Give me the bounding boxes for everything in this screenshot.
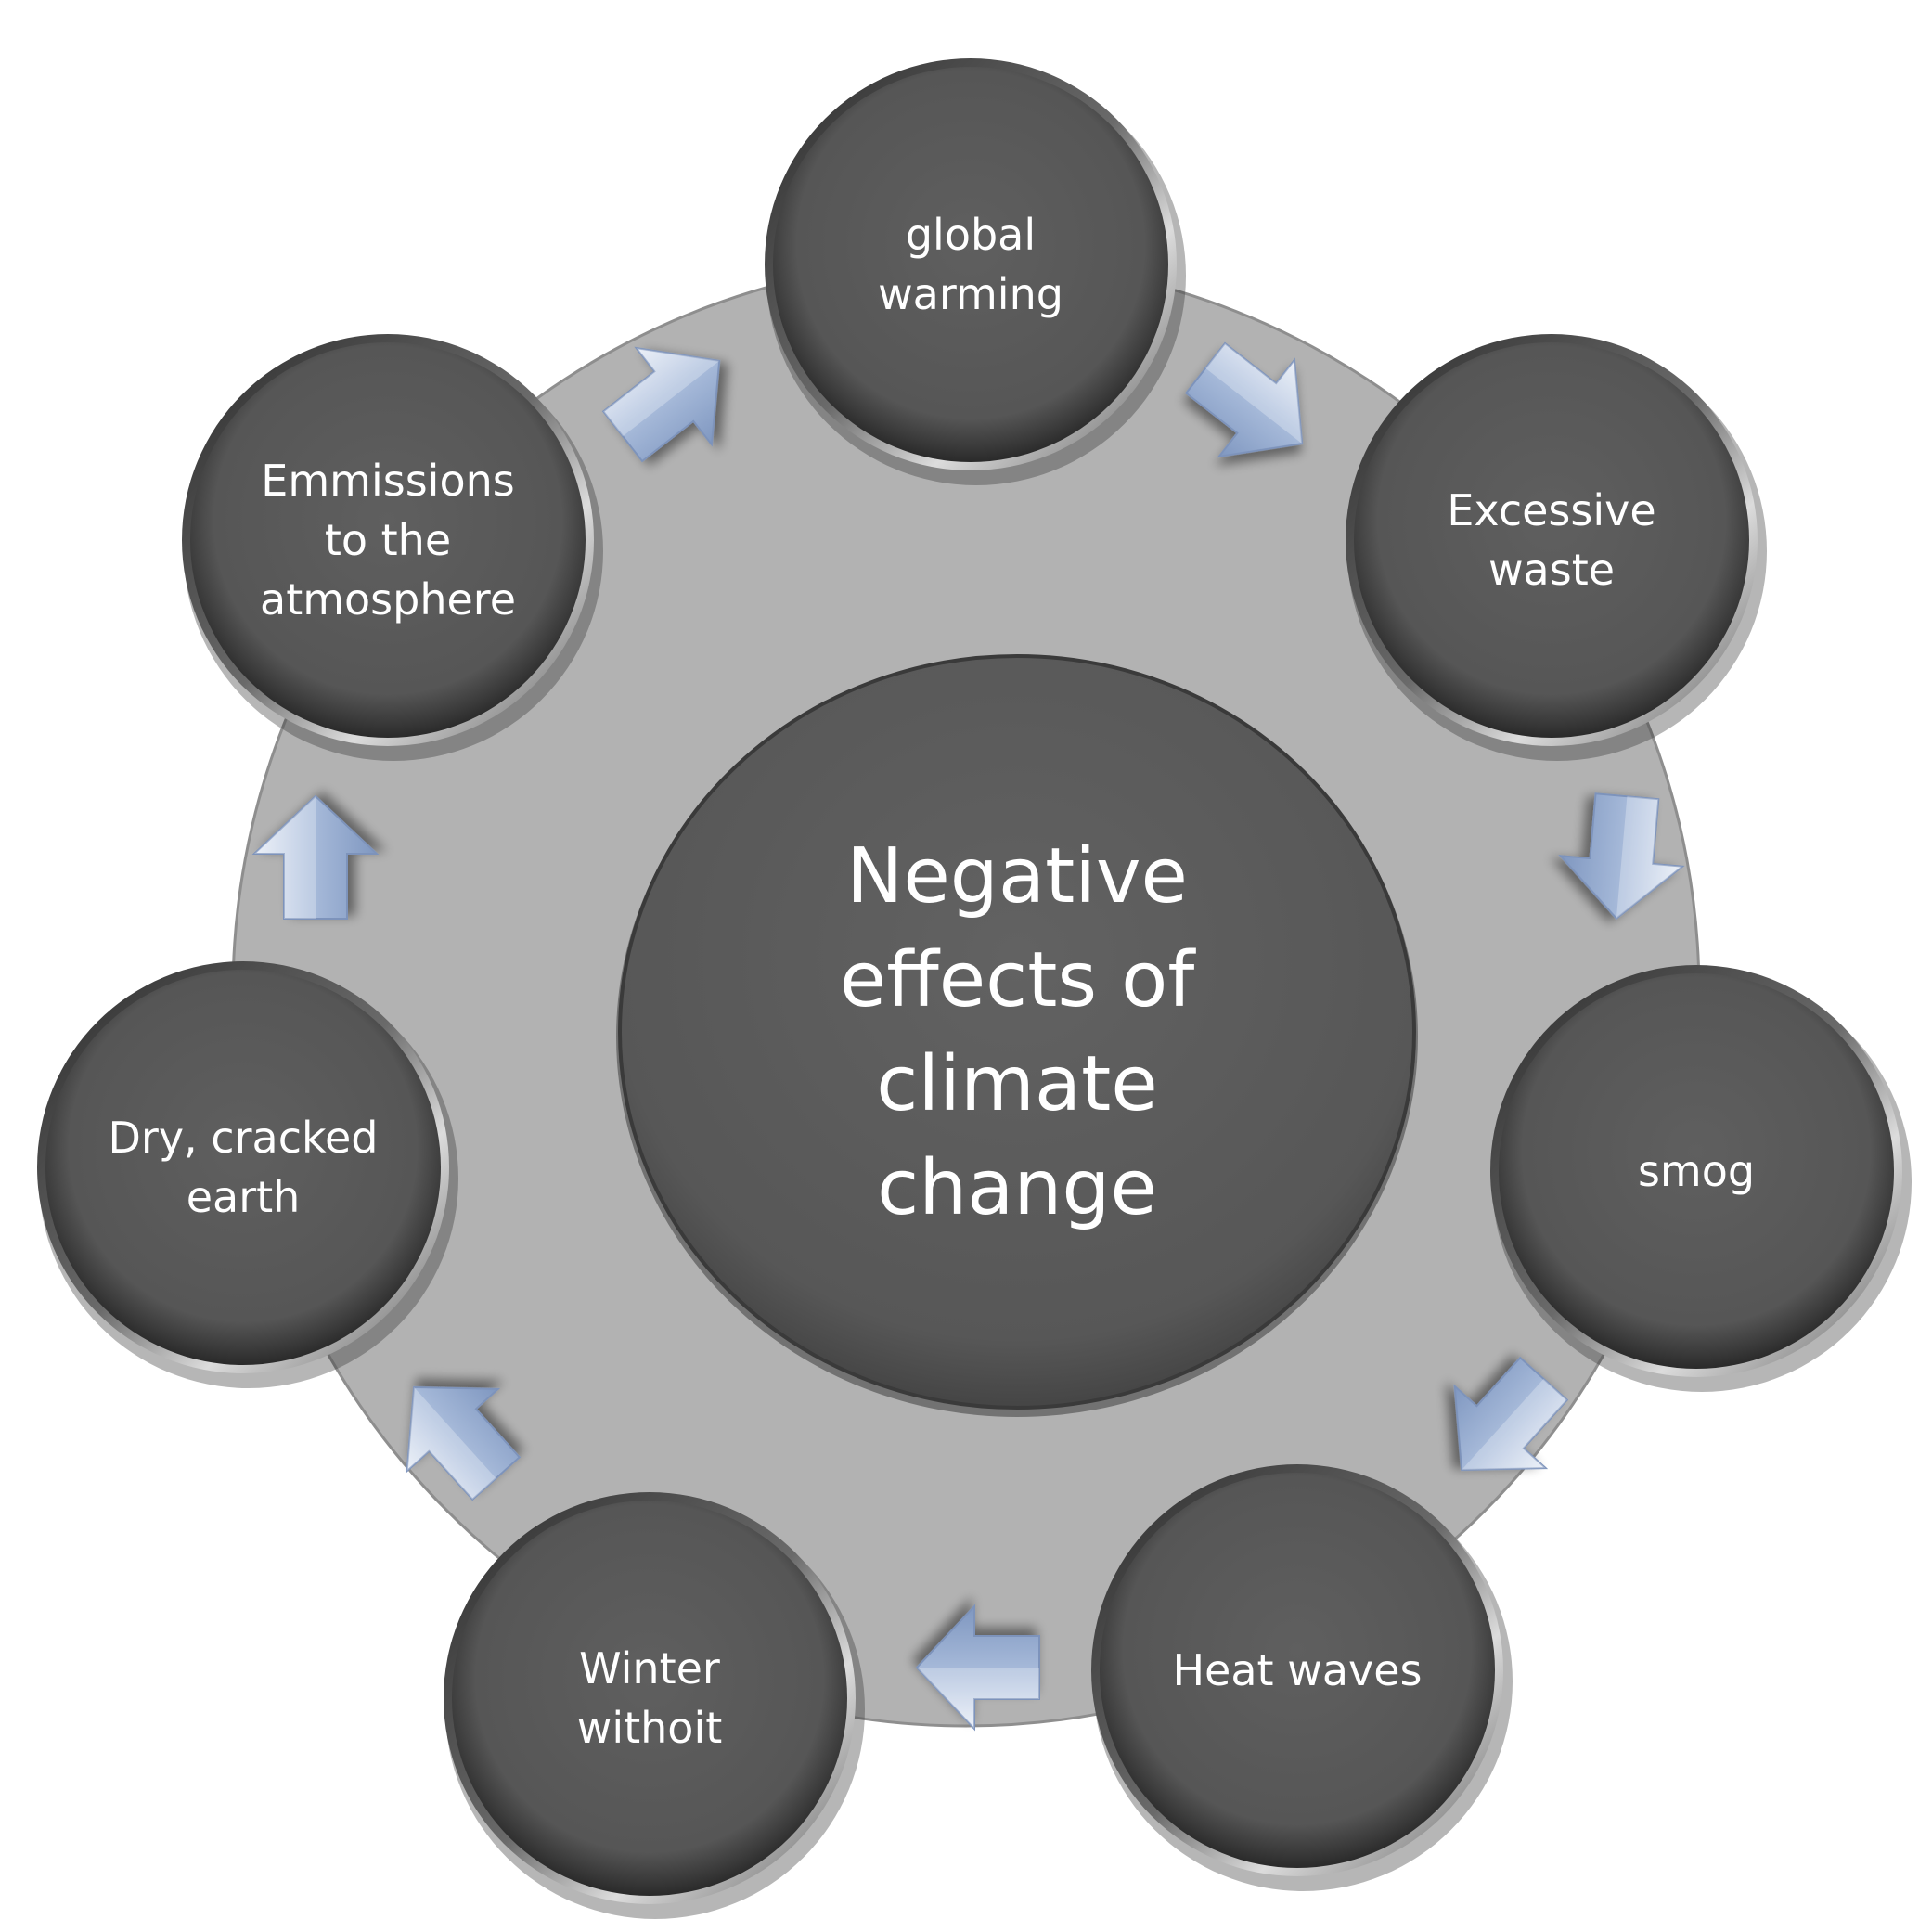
node-label: Heat waves <box>1172 1645 1422 1695</box>
cycle-arrow <box>1453 1356 1569 1472</box>
center-title: Negative effects of climate change <box>840 832 1197 1232</box>
center-title-line: Negative <box>846 832 1188 921</box>
center-title-line: effects of <box>840 936 1197 1024</box>
cycle-arrow <box>406 1385 522 1501</box>
node-label-line: to the <box>325 515 451 565</box>
node-heat-waves: Heat waves <box>1091 1464 1513 1891</box>
node-excessive-waste: Excessive waste <box>1346 334 1767 761</box>
node-label-line: withoit <box>577 1703 723 1753</box>
node-winter-withoit: Winter withoit <box>444 1492 865 1919</box>
node-global-warming: global warming <box>765 58 1186 485</box>
node-label-line: Dry, cracked <box>109 1113 379 1163</box>
center-title-line: climate <box>876 1040 1157 1128</box>
node-dry-cracked-earth: Dry, cracked earth <box>37 961 458 1388</box>
cycle-arrow <box>1558 792 1685 921</box>
cycle-arrow <box>915 1604 1040 1732</box>
arrows-layer <box>251 341 1685 1732</box>
node-label: global warming <box>878 210 1063 319</box>
node-emmissions: Emmissions to the atmosphere <box>182 334 603 761</box>
node-label: Winter withoit <box>577 1643 723 1753</box>
node-label: Emmissions to the atmosphere <box>260 456 516 625</box>
node-label-line: Excessive <box>1447 485 1655 535</box>
cycle-arrow <box>1184 341 1304 458</box>
node-label: Dry, cracked earth <box>109 1113 379 1222</box>
node-label-line: warming <box>878 269 1063 319</box>
node-smog: smog <box>1490 965 1912 1392</box>
node-label: smog <box>1638 1146 1755 1196</box>
node-label-line: atmosphere <box>260 574 516 625</box>
cycle-arrow <box>251 794 380 920</box>
center-circle: Negative effects of climate change <box>616 654 1418 1417</box>
node-label-line: Winter <box>579 1643 720 1694</box>
cycle-arrow <box>601 346 721 463</box>
node-label-line: Emmissions <box>261 456 514 506</box>
center-title-line: change <box>877 1144 1157 1232</box>
node-label-line: global <box>906 210 1036 260</box>
node-label-line: Heat waves <box>1172 1645 1422 1695</box>
node-label-line: smog <box>1638 1146 1755 1196</box>
node-label-line: earth <box>187 1172 301 1222</box>
node-label-line: waste <box>1488 545 1615 595</box>
node-label: Excessive waste <box>1447 485 1655 595</box>
